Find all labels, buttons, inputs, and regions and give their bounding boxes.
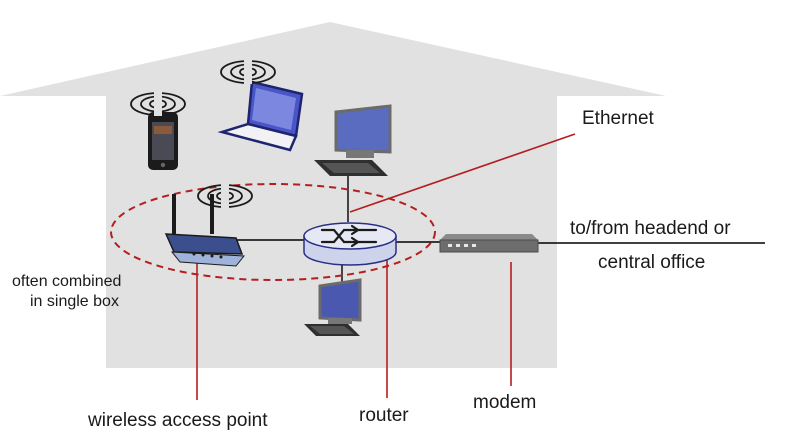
desktop-computer-icon bbox=[304, 278, 362, 336]
wireless-access-point-label: wireless access point bbox=[88, 410, 268, 431]
headend-label-line2: central office bbox=[598, 252, 706, 273]
headend-label-line1: to/from headend or bbox=[570, 218, 731, 239]
wifi-signal-gaps bbox=[154, 60, 252, 208]
laptop-icon bbox=[217, 80, 304, 152]
callout-lines bbox=[196, 133, 576, 400]
modem-icon bbox=[439, 234, 539, 253]
combined-box-ellipse bbox=[110, 183, 436, 281]
modem-label: modem bbox=[473, 392, 537, 413]
combined-label-line2: in single box bbox=[30, 293, 119, 310]
combined-label-line1: often combined bbox=[12, 273, 122, 290]
phone-icon bbox=[148, 112, 178, 170]
ethernet-label: Ethernet bbox=[582, 108, 654, 129]
desktop-computer-icon bbox=[314, 104, 392, 176]
router-label: router bbox=[359, 405, 409, 426]
house-shape bbox=[0, 22, 666, 368]
network-cables bbox=[232, 174, 765, 282]
wireless-access-point-icon bbox=[164, 194, 245, 267]
router-icon bbox=[303, 222, 397, 266]
